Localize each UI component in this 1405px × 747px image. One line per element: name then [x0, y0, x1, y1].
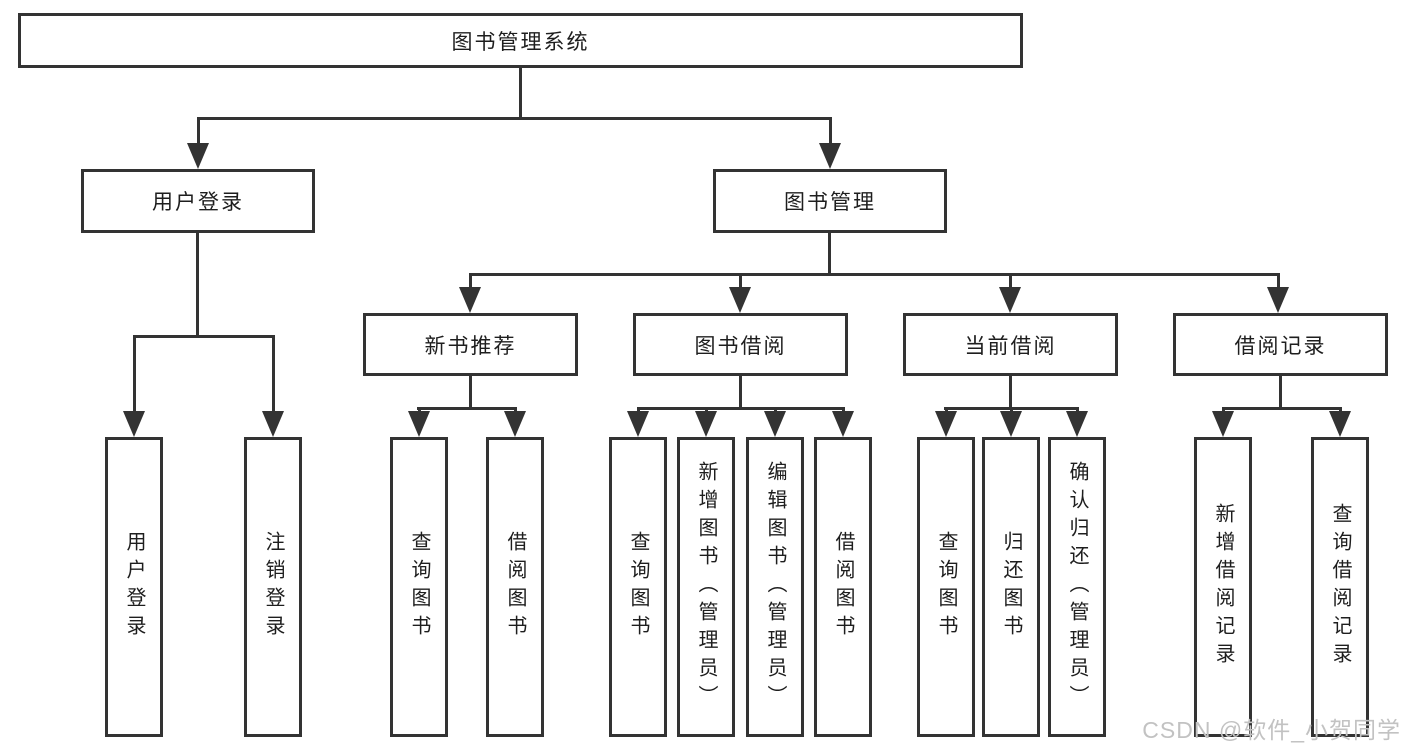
- connector-line: [197, 117, 832, 120]
- leaf-borrowing-borrow-books: 借阅图书: [814, 437, 872, 737]
- connector-line: [133, 335, 275, 338]
- leaf-borrowing-borrow-books-label: 借阅图书: [832, 531, 854, 643]
- leaf-recommend-borrow-books-label: 借阅图书: [504, 531, 526, 643]
- arrow-down-icon: [1329, 407, 1351, 437]
- arrow-down-icon: [935, 407, 957, 437]
- node-new-book-recommend: 新书推荐: [363, 313, 578, 376]
- leaf-return-books-label: 归还图书: [1000, 531, 1022, 643]
- arrow-down-icon: [695, 407, 717, 437]
- arrow-down-icon: [1212, 407, 1234, 437]
- node-book-management: 图书管理: [713, 169, 947, 233]
- leaf-recommend-query-books: 查询图书: [390, 437, 448, 737]
- connector-line: [417, 407, 517, 410]
- node-book-borrowing: 图书借阅: [633, 313, 848, 376]
- connector-line: [828, 233, 831, 276]
- arrow-down-icon: [1066, 407, 1088, 437]
- connector-line: [739, 376, 742, 410]
- arrow-down-icon: [459, 273, 481, 313]
- node-user-login: 用户登录: [81, 169, 315, 233]
- arrow-down-icon: [729, 273, 751, 313]
- leaf-current-query-books-label: 查询图书: [935, 531, 957, 643]
- leaf-add-books-admin-label: 新增图书（管理员）: [695, 461, 717, 713]
- leaf-edit-books-admin: 编辑图书（管理员）: [746, 437, 804, 737]
- arrow-down-icon: [1267, 273, 1289, 313]
- connector-line: [1009, 376, 1012, 410]
- leaf-return-books: 归还图书: [982, 437, 1040, 737]
- leaf-query-borrow-record-label: 查询借阅记录: [1329, 503, 1351, 671]
- node-root: 图书管理系统: [18, 13, 1023, 68]
- node-borrow-records-label: 借阅记录: [1234, 334, 1327, 358]
- arrow-down-icon: [819, 117, 841, 169]
- arrow-down-icon: [187, 117, 209, 169]
- leaf-add-borrow-record: 新增借阅记录: [1194, 437, 1252, 737]
- node-book-borrowing-label: 图书借阅: [694, 334, 787, 358]
- arrow-down-icon: [262, 335, 284, 437]
- watermark: CSDN @软件_小贺同学: [1142, 717, 1401, 743]
- connector-line: [519, 68, 522, 120]
- arrow-down-icon: [1000, 407, 1022, 437]
- connector-line: [196, 233, 199, 338]
- arrow-down-icon: [627, 407, 649, 437]
- leaf-user-login: 用户登录: [105, 437, 163, 737]
- node-root-label: 图书管理系统: [451, 30, 590, 54]
- leaf-query-borrow-record: 查询借阅记录: [1311, 437, 1369, 737]
- node-current-borrowing-label: 当前借阅: [964, 334, 1057, 358]
- leaf-current-query-books: 查询图书: [917, 437, 975, 737]
- leaf-confirm-return-admin: 确认归还（管理员）: [1048, 437, 1106, 737]
- arrow-down-icon: [408, 407, 430, 437]
- leaf-edit-books-admin-label: 编辑图书（管理员）: [764, 461, 786, 713]
- connector-line: [469, 376, 472, 410]
- node-borrow-records: 借阅记录: [1173, 313, 1388, 376]
- node-new-book-recommend-label: 新书推荐: [424, 334, 517, 358]
- node-user-login-label: 用户登录: [152, 191, 244, 214]
- leaf-confirm-return-admin-label: 确认归还（管理员）: [1066, 461, 1088, 713]
- leaf-logout-label: 注销登录: [262, 531, 284, 643]
- leaf-add-borrow-record-label: 新增借阅记录: [1212, 503, 1234, 671]
- leaf-user-login-label: 用户登录: [123, 531, 145, 643]
- arrow-down-icon: [832, 407, 854, 437]
- node-current-borrowing: 当前借阅: [903, 313, 1118, 376]
- arrow-down-icon: [764, 407, 786, 437]
- leaf-recommend-borrow-books: 借阅图书: [486, 437, 544, 737]
- leaf-logout: 注销登录: [244, 437, 302, 737]
- leaf-recommend-query-books-label: 查询图书: [408, 531, 430, 643]
- leaf-add-books-admin: 新增图书（管理员）: [677, 437, 735, 737]
- node-book-management-label: 图书管理: [784, 191, 876, 214]
- connector-line: [637, 407, 845, 410]
- leaf-borrowing-query-books-label: 查询图书: [627, 531, 649, 643]
- connector-line: [1279, 376, 1282, 410]
- arrow-down-icon: [123, 335, 145, 437]
- arrow-down-icon: [999, 273, 1021, 313]
- connector-line: [1222, 407, 1342, 410]
- connector-line: [469, 273, 1280, 276]
- arrow-down-icon: [504, 407, 526, 437]
- leaf-borrowing-query-books: 查询图书: [609, 437, 667, 737]
